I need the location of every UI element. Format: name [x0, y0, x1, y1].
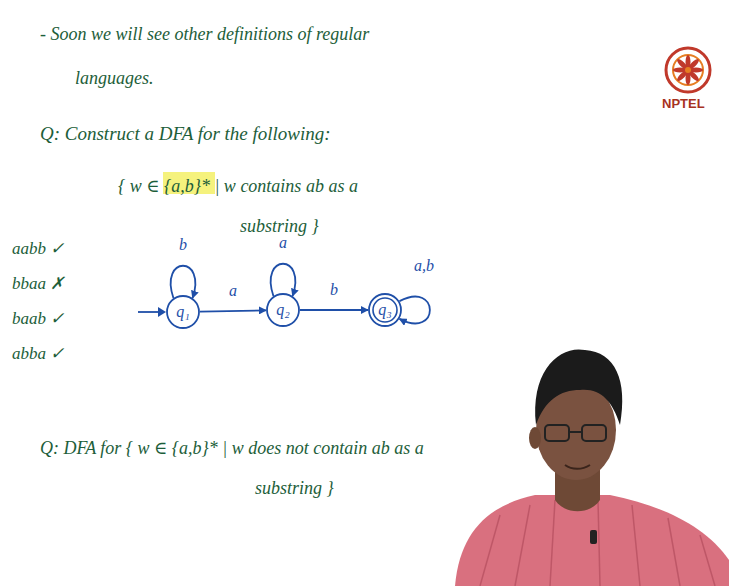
transition-arrow — [171, 266, 196, 298]
question-text: Q: DFA for { w ∈ {a,b}* | w does not con… — [40, 428, 425, 508]
note-text: - Soon we will see other definitions of … — [40, 12, 430, 100]
transition-symbol: a,b — [412, 257, 436, 275]
accept-state-circle: q₃ — [368, 293, 402, 327]
logo-text: NPTEL — [662, 96, 705, 112]
transition-symbol: b — [328, 281, 340, 299]
question-text: Q: Construct a DFA for the following: — [40, 122, 331, 146]
nptel-logo — [666, 48, 710, 92]
transition-arrow — [399, 297, 429, 324]
state-circle: q₁ — [166, 295, 200, 329]
start-arrow — [138, 311, 160, 313]
test-string: bbaa ✗ — [12, 273, 64, 295]
test-string: abba ✓ — [12, 343, 64, 365]
transition-symbol: a — [227, 282, 239, 300]
set-expression: { w ∈ {a,b}* | w contains ab as a substr… — [118, 166, 400, 246]
presenter-figure — [455, 349, 729, 586]
start-arrowhead — [158, 307, 166, 317]
transition-symbol: a — [277, 234, 289, 252]
test-string: baab ✓ — [12, 308, 64, 330]
state-name: q₃ — [378, 301, 392, 319]
transition-symbol: b — [177, 236, 189, 254]
state-circle: q₂ — [266, 293, 300, 327]
state-name: q₂ — [276, 301, 290, 319]
transition-arrow — [271, 264, 296, 296]
transition-arrow — [200, 310, 266, 311]
test-string: aabb ✓ — [12, 238, 64, 260]
state-name: q₁ — [176, 303, 190, 321]
transition-arrow — [300, 309, 368, 311]
